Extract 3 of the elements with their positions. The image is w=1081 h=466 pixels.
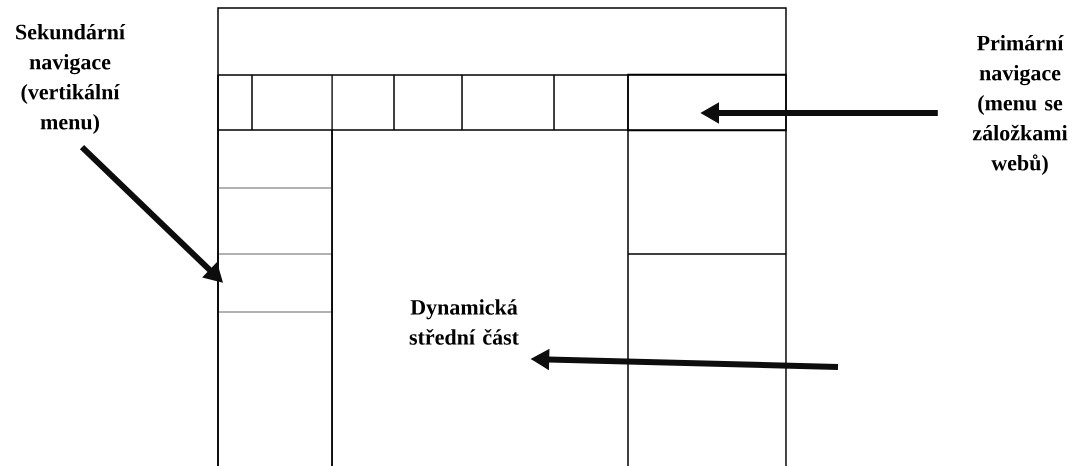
region-label: Dynamická střední část — [409, 299, 519, 345]
callout-text: Sekundární navigace (vertikální menu) — [16, 24, 126, 134]
callout-text: Primární navigace (menu se záložkami webů) — [972, 35, 1068, 175]
